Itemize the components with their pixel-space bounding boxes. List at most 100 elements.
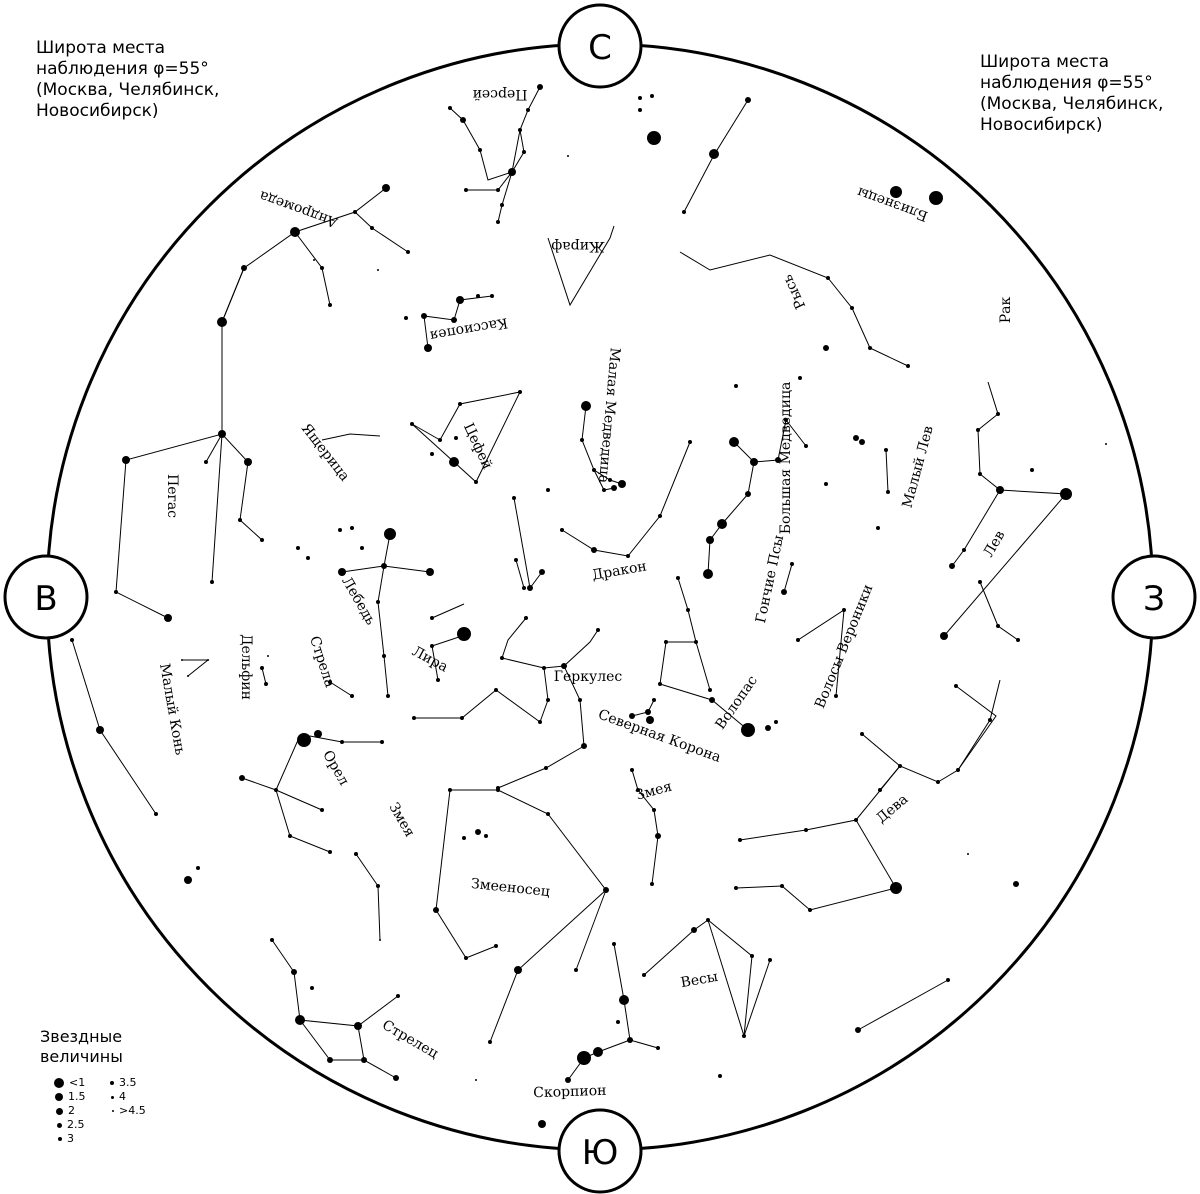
star-227 (327, 1057, 333, 1063)
star-211 (475, 829, 481, 835)
constellation-line-pegasus-1 (115, 459, 169, 619)
star-235 (565, 1077, 571, 1083)
star-77 (804, 444, 808, 448)
note-right-line-2: наблюдения φ=55° (980, 73, 1153, 93)
label-leo-minor: Малый Лев (899, 424, 936, 510)
star-196 (734, 886, 738, 890)
star-16 (650, 94, 654, 98)
star-117 (426, 568, 434, 576)
star-56 (458, 402, 462, 406)
star-154 (765, 725, 771, 731)
star-133 (350, 694, 354, 698)
star-241 (946, 978, 950, 982)
star-130 (264, 682, 268, 686)
star-240 (855, 1027, 861, 1033)
star-212 (462, 836, 466, 840)
star-183 (544, 766, 548, 770)
star-94 (978, 580, 982, 584)
star-226 (393, 1075, 399, 1081)
star-110 (688, 440, 692, 444)
constellation-line-hercules-3 (563, 629, 599, 667)
star-74 (703, 569, 713, 579)
star-230 (475, 1079, 477, 1081)
star-108 (626, 554, 630, 558)
constellation-line-sagitta-0 (329, 681, 353, 697)
star-239 (616, 1020, 620, 1024)
label-serpens-caput: Змея (634, 779, 674, 804)
star-30 (929, 191, 943, 205)
star-23 (320, 266, 324, 270)
star-13 (522, 150, 526, 154)
star-223 (295, 1015, 305, 1025)
star-1 (709, 149, 719, 159)
star-200 (967, 853, 969, 855)
label-lizard: Ящерица (298, 421, 353, 485)
constellation-line-virgo-3 (879, 765, 901, 791)
note-left-line-4: Новосибирск) (36, 101, 159, 121)
star-92 (949, 563, 955, 569)
legend-dot-icon (56, 1107, 63, 1115)
star-121 (360, 546, 364, 550)
star-95 (996, 624, 1000, 628)
star-101 (512, 496, 516, 500)
legend-item-mag-gt4-5: >4.5 (112, 1105, 146, 1117)
star-245 (184, 876, 192, 884)
star-116 (338, 568, 346, 576)
constellation-line-leo-0 (943, 381, 1068, 637)
horizon-circle (45, 42, 1155, 1152)
star-79 (798, 376, 802, 380)
legend-dot-icon (57, 1122, 62, 1128)
star-199 (1013, 881, 1019, 887)
star-222 (291, 969, 297, 975)
star-99 (781, 589, 787, 595)
constellation-line-ursaMajor-0 (707, 441, 755, 575)
star-203 (496, 788, 500, 792)
label-libra: Весы (679, 969, 719, 991)
constellation-line-canesVenatici-0 (783, 563, 793, 593)
star-63 (238, 518, 242, 522)
star-41 (456, 296, 464, 304)
star-159 (629, 713, 635, 719)
constellation-line-ophiuchus-3 (489, 889, 607, 1043)
label-pegasus: Пегас (164, 474, 180, 518)
constellation-line-scorpius-2 (629, 1039, 659, 1049)
direction-west: З (1111, 554, 1197, 640)
label-canes-venatici: Гончие Псы (753, 534, 787, 625)
star-45 (581, 401, 591, 411)
star-72 (717, 519, 727, 529)
star-207 (494, 944, 498, 948)
star-122 (306, 556, 310, 560)
label-delphinus: Дельфин (238, 634, 254, 700)
label-ophiuchus: Змееносец (470, 876, 550, 900)
star-111 (546, 488, 550, 492)
star-217 (742, 1034, 746, 1038)
star-57 (438, 438, 442, 442)
star-202 (433, 907, 439, 913)
constellation-line-pegasus-0 (125, 433, 263, 541)
star-88 (996, 412, 1000, 416)
star-40 (451, 317, 457, 323)
legend-label: 3 (67, 1132, 74, 1145)
latitude-note-left: Широта места наблюдения φ=55° (Москва, Ч… (36, 38, 276, 122)
star-165 (187, 675, 189, 677)
star-6 (496, 188, 500, 192)
star-138 (581, 743, 587, 749)
star-43 (476, 294, 480, 298)
direction-north: С (557, 3, 643, 89)
star-205 (603, 887, 609, 893)
legend-dot-icon (54, 1078, 64, 1088)
note-left-line-2: наблюдения φ=55° (36, 59, 209, 79)
constellation-line-hercules-2 (501, 617, 527, 659)
star-180 (652, 808, 656, 812)
label-serpens-cauda: Змея (385, 800, 417, 840)
label-corona-borealis: Северная Корона (596, 707, 723, 766)
star-61 (218, 430, 226, 438)
star-161 (652, 698, 656, 702)
star-236 (612, 942, 616, 946)
star-54 (474, 480, 478, 484)
star-124 (457, 627, 471, 641)
note-right-line-4: Новосибирск) (980, 115, 1103, 135)
legend-title: Звездные величины (40, 1027, 180, 1067)
legend-dot-icon (58, 1137, 62, 1141)
star-120 (350, 526, 354, 530)
